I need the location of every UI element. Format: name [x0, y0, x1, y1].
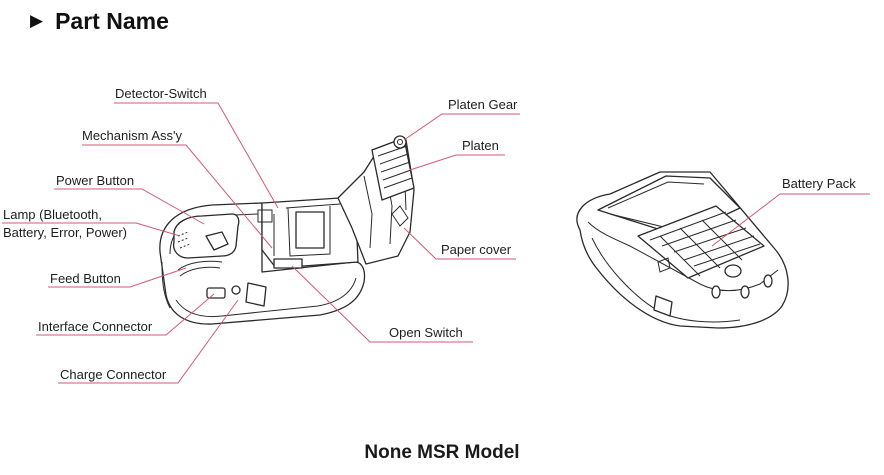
label-open-switch: Open Switch — [389, 325, 463, 340]
label-lamp-line1: Lamp (Bluetooth, — [3, 207, 102, 222]
label-detector-switch: Detector-Switch — [115, 86, 207, 101]
label-feed-button: Feed Button — [50, 271, 121, 286]
leader-lines — [2, 102, 870, 384]
label-power-button: Power Button — [56, 173, 134, 188]
triangle-bullet-icon: ▶ — [30, 11, 44, 30]
label-charge-connector: Charge Connector — [60, 367, 167, 382]
label-paper-cover: Paper cover — [441, 242, 512, 257]
label-interface-connector: Interface Connector — [38, 319, 153, 334]
label-mechanism-assy: Mechanism Ass'y — [82, 128, 183, 143]
section-title: Part Name — [55, 7, 169, 34]
section-heading: ▶ Part Name — [30, 6, 169, 36]
open-printer-illustration — [159, 135, 415, 325]
label-platen-gear: Platen Gear — [448, 97, 518, 112]
closed-printer-illustration — [576, 171, 789, 329]
diagram-caption: None MSR Model — [364, 442, 520, 463]
label-platen: Platen — [462, 138, 499, 153]
label-battery-pack: Battery Pack — [782, 176, 856, 191]
label-lamp-line2: Battery, Error, Power) — [3, 225, 127, 240]
